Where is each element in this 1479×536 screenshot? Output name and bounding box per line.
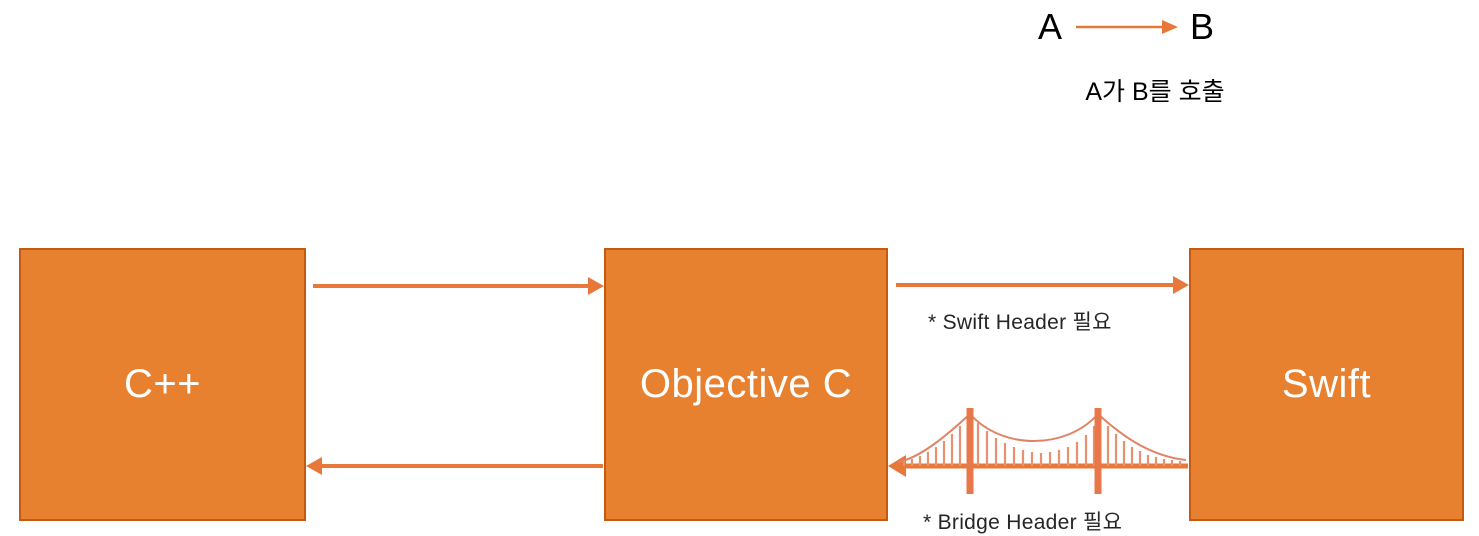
arrow-objc-to-cpp (306, 457, 603, 475)
arrow-cpp-to-objc (313, 277, 604, 295)
lang-box-cpp-label: C++ (123, 362, 202, 406)
lang-box-cpp[interactable]: C++ (19, 248, 306, 521)
arrow-objc-to-swift (896, 276, 1189, 294)
legend-node-b: B (1190, 6, 1215, 47)
legend-row: A B (1020, 4, 1280, 50)
note-bridge-header: * Bridge Header 필요 (923, 511, 1123, 534)
note-swift-header: * Swift Header 필요 (928, 311, 1112, 334)
legend: A B A가 B를 호출 (1020, 0, 1280, 120)
legend-arrow-right-icon (1076, 17, 1179, 37)
lang-box-swift[interactable]: Swift (1189, 248, 1464, 521)
arrow-swift-to-objc (888, 455, 1188, 477)
lang-box-objective-c-label: Objective C (639, 362, 853, 406)
lang-box-objective-c[interactable]: Objective C (604, 248, 888, 521)
lang-box-swift-label: Swift (1281, 362, 1372, 406)
legend-caption: A가 B를 호출 (1085, 78, 1225, 106)
bridge-icon (898, 408, 1186, 494)
legend-node-a: A (1038, 6, 1063, 47)
